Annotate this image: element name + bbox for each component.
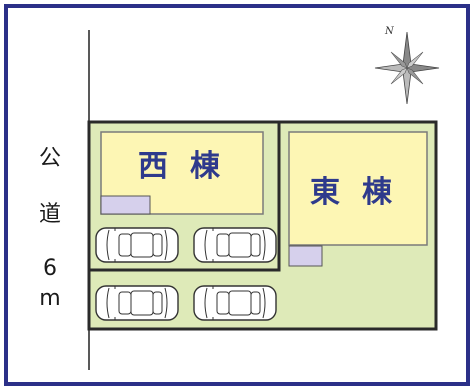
road-label-char-3: 6	[43, 256, 57, 281]
compass-icon	[374, 31, 440, 105]
car-icon	[95, 285, 179, 321]
parking-cars	[95, 227, 277, 321]
car-icon	[193, 227, 277, 263]
west-entrance	[100, 195, 151, 215]
west-lot-boundary	[87, 120, 281, 272]
east-entrance	[288, 245, 323, 267]
road-label-char-2: 道	[38, 202, 61, 227]
east-building	[288, 131, 428, 246]
car-icon	[193, 285, 277, 321]
compass-north-label: N	[385, 26, 394, 37]
road-label-char-1: 公	[38, 146, 61, 171]
road-label-char-4: m	[39, 286, 61, 311]
east-building-label: 東棟	[310, 175, 414, 210]
car-icon	[95, 227, 179, 263]
west-building-label: 西棟	[138, 149, 242, 184]
